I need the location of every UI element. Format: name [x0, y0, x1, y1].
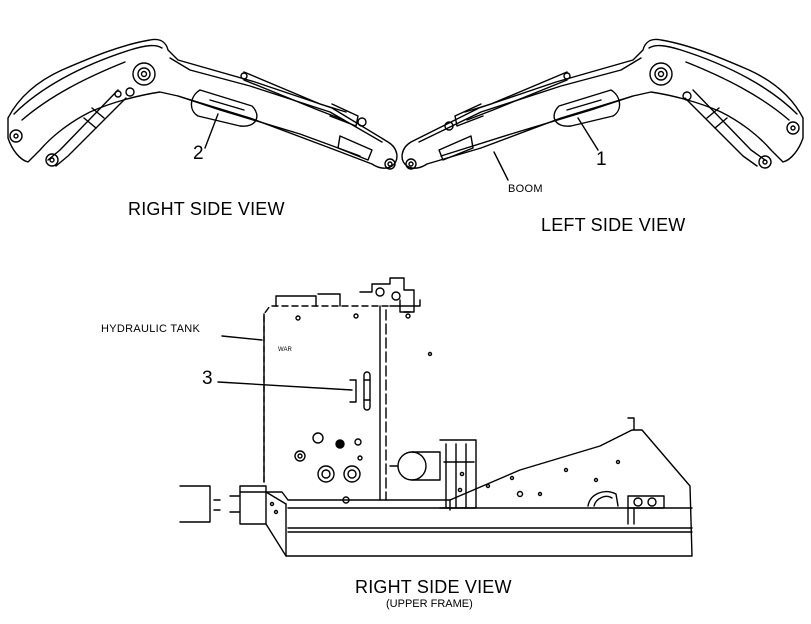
- callout-3: 3: [202, 368, 213, 389]
- callout-1: 1: [596, 149, 607, 170]
- left-side-view-title: LEFT SIDE VIEW: [541, 215, 686, 235]
- hydraulic-tank-label: HYDRAULIC TANK: [101, 323, 201, 335]
- boom-leader: [493, 151, 509, 181]
- boom-right-side-drawing: [7, 38, 398, 170]
- callout-1-leader: [577, 117, 599, 151]
- hydraulic-tank-leader: [221, 335, 263, 341]
- callout-3-leader: [217, 381, 353, 391]
- upper-frame-drawing: [179, 277, 693, 557]
- callout-2-leader: [204, 113, 219, 149]
- upper-frame-subtitle: (UPPER FRAME): [386, 598, 473, 610]
- boom-label: BOOM: [508, 183, 543, 195]
- callout-2: 2: [193, 143, 204, 164]
- top-right-side-view-title: RIGHT SIDE VIEW: [128, 199, 285, 219]
- tank-plate-mark: WAR: [278, 347, 292, 353]
- bottom-right-side-view-title: RIGHT SIDE VIEW: [355, 577, 512, 597]
- boom-left-side-drawing: [401, 38, 804, 170]
